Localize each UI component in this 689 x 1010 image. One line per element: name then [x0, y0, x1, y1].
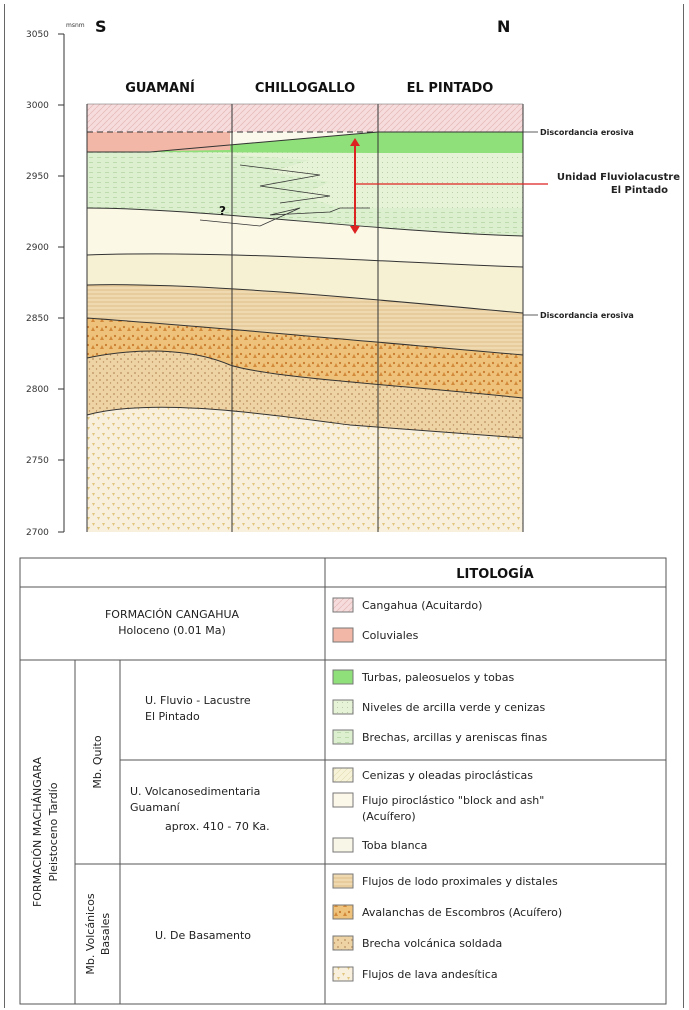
direction-north: N — [497, 17, 510, 36]
tick-3000: 3000 — [26, 101, 49, 111]
layer-lava — [87, 407, 523, 532]
layer-coluviales — [87, 132, 230, 152]
mb-quito: Mb. Quito — [91, 735, 104, 788]
legend-swatch-brechas — [332, 729, 354, 745]
legend-swatch-toba — [332, 837, 354, 853]
legend-swatch-cangahua — [332, 597, 354, 613]
layer-ash — [87, 253, 523, 313]
legend-avalanchas: Avalanchas de Escombros (Acuífero) — [362, 906, 562, 919]
legend-coluviales: Coluviales — [362, 629, 419, 642]
cangahua-age: Holoceno (0.01 Ma) — [118, 624, 226, 637]
legend-swatch-turbas — [332, 669, 354, 685]
tick-2750: 2750 — [26, 456, 49, 466]
legend-cangahua: Cangahua (Acuitardo) — [362, 599, 482, 612]
legend-swatch-lodo — [332, 873, 354, 889]
layer-cenizas — [87, 208, 523, 267]
tick-3050: 3050 — [26, 30, 49, 40]
axis-unit: msnm — [66, 22, 85, 29]
u-fluvio-line2: El Pintado — [145, 710, 200, 723]
machangara-age: Pleistoceno Tardío — [47, 782, 60, 881]
legend-swatch-cenizas — [332, 767, 354, 783]
column-header-guamani: GUAMANÍ — [125, 80, 195, 96]
u-fluvio-line1: U. Fluvio - Lacustre — [145, 694, 251, 707]
legend-brecha-soldada: Brecha volcánica soldada — [362, 937, 502, 950]
tick-2900: 2900 — [26, 243, 49, 253]
annotations: Discordancia erosiva Discordancia erosiv… — [219, 128, 680, 320]
legend-flujo: Flujo piroclástico "block and ash" — [362, 794, 544, 807]
tick-2800: 2800 — [26, 385, 49, 395]
legend-cenizas: Cenizas y oleadas piroclásticas — [362, 769, 533, 782]
legend-swatch-flujo — [332, 792, 354, 808]
tick-2850: 2850 — [26, 314, 49, 324]
legend-swatch-avalanchas — [332, 904, 354, 920]
machangara-formation: FORMACIÓN MACHÁNGARA — [31, 756, 44, 907]
tick-2950: 2950 — [26, 172, 49, 182]
legend-brechas: Brechas, arcillas y areniscas finas — [362, 731, 547, 744]
layer-avalanchas — [87, 318, 523, 398]
legend-swatch-coluviales — [332, 627, 354, 643]
legend-toba: Toba blanca — [361, 839, 427, 852]
mb-volcanicos-basales: Basales — [99, 913, 112, 956]
question-mark: ? — [219, 204, 226, 218]
layer-brecha — [87, 351, 523, 438]
mb-volcanicos: Mb. Volcánicos — [84, 893, 97, 975]
u-volcano-line1: U. Volcanosedimentaria — [130, 785, 260, 798]
u-basamento: U. De Basamento — [155, 929, 251, 942]
column-header-el-pintado: EL PINTADO — [407, 81, 494, 96]
elevation-axis: 3050 3000 2950 2900 2850 2800 2750 2700 … — [26, 22, 85, 538]
page-border — [4, 4, 684, 1008]
cangahua-formation: FORMACIÓN CANGAHUA — [105, 608, 240, 621]
cross-section — [86, 103, 524, 532]
legend-swatch-lava — [332, 966, 354, 982]
lithology-legend: Cangahua (Acuitardo) Coluviales Turbas, … — [332, 597, 562, 982]
legend-flujo-acuifero: (Acuífero) — [362, 810, 416, 823]
u-volcano-line2: Guamaní — [130, 801, 181, 814]
layer-lodo — [87, 284, 523, 355]
direction-south: S — [95, 17, 107, 36]
legend-turbas: Turbas, paleosuelos y tobas — [361, 671, 515, 684]
tick-2700: 2700 — [26, 528, 49, 538]
layer-cangahua — [87, 104, 523, 132]
legend-arcilla: Niveles de arcilla verde y cenizas — [362, 701, 546, 714]
legend-swatch-arcilla — [332, 699, 354, 715]
legend-swatch-brecha-soldada — [332, 935, 354, 951]
legend-lodo: Flujos de lodo proximales y distales — [362, 875, 558, 888]
legend-lava: Flujos de lava andesítica — [362, 968, 498, 981]
layer-turbas — [150, 132, 523, 153]
annotation-discordance-mid: Discordancia erosiva — [540, 311, 634, 320]
lithology-header: LITOLOGÍA — [456, 566, 533, 582]
annotation-discordance-top: Discordancia erosiva — [540, 128, 634, 137]
unit-label-line2: El Pintado — [611, 185, 668, 196]
column-header-chillogallo: CHILLOGALLO — [255, 81, 355, 96]
u-volcano-line3: aprox. 410 - 70 Ka. — [165, 820, 270, 833]
stratigraphy-table: LITOLOGÍA FORMACIÓN CANGAHUA Holoceno (0… — [19, 557, 667, 1005]
unit-label-line1: Unidad Fluviolacustre — [557, 172, 680, 183]
